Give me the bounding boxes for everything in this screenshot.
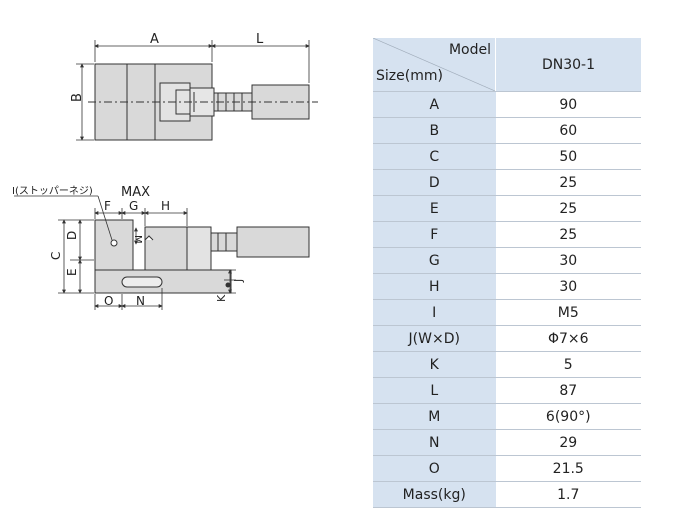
dim-label-o: O — [104, 294, 113, 308]
row-value: 50 — [495, 143, 641, 170]
front-view-base — [94, 269, 232, 294]
dim-label-h: H — [161, 199, 170, 213]
row-value: 87 — [495, 377, 641, 404]
row-value: M5 — [495, 299, 641, 326]
dim-label-f: F — [104, 199, 111, 213]
row-label: L — [373, 377, 496, 404]
dim-label-a: A — [150, 32, 159, 47]
row-label: G — [373, 247, 496, 274]
row-value: 29 — [495, 429, 641, 456]
dim-label-k: K — [215, 294, 228, 302]
row-value: 25 — [495, 169, 641, 196]
row-label: J(W×D) — [373, 325, 496, 352]
row-value: 30 — [495, 273, 641, 300]
table-row: J(W×D)Φ7×6 — [373, 325, 641, 352]
dim-label-e: E — [65, 268, 79, 276]
top-view — [76, 40, 318, 141]
front-view-handle — [236, 226, 310, 258]
row-value: 6(90°) — [495, 403, 641, 430]
row-label: F — [373, 221, 496, 248]
stopper-screw — [110, 239, 118, 247]
vise-technical-drawing: A L B — [12, 32, 318, 310]
dim-label-g: G — [129, 199, 138, 213]
row-value: 25 — [495, 195, 641, 222]
row-label: H — [373, 273, 496, 300]
max-label: MAX — [121, 185, 150, 200]
table-corner-cell: Model Size(mm) — [373, 38, 496, 92]
table-row: Mass(kg)1.7 — [373, 481, 641, 508]
row-label: M — [373, 403, 496, 430]
row-label: N — [373, 429, 496, 456]
dim-label-c: C — [49, 252, 63, 260]
front-view — [14, 195, 310, 310]
table-header-row: Model Size(mm) DN30-1 — [373, 38, 641, 92]
dim-label-b: B — [70, 93, 85, 102]
row-value: 5 — [495, 351, 641, 378]
dim-label-n: N — [136, 294, 145, 308]
row-label: C — [373, 143, 496, 170]
row-value: 90 — [495, 91, 641, 118]
header-model-label: Model — [448, 42, 491, 58]
row-value: 1.7 — [495, 481, 641, 508]
dim-label-l: L — [256, 32, 264, 47]
row-label: D — [373, 169, 496, 196]
row-label: I — [373, 299, 496, 326]
front-view-moving-jaw — [144, 226, 188, 271]
dim-label-j: J — [232, 279, 245, 283]
row-label: B — [373, 117, 496, 144]
row-value: 60 — [495, 117, 641, 144]
row-value: 30 — [495, 247, 641, 274]
row-value: 25 — [495, 221, 641, 248]
header-size-label: Size(mm) — [376, 68, 443, 84]
model-name: DN30-1 — [495, 38, 641, 92]
row-value: 21.5 — [495, 455, 641, 482]
row-label: E — [373, 195, 496, 222]
dim-label-m: M — [132, 235, 143, 244]
row-label: O — [373, 455, 496, 482]
row-label: K — [373, 351, 496, 378]
row-value: Φ7×6 — [495, 325, 641, 352]
row-label: Mass(kg) — [373, 481, 496, 508]
dim-label-d: D — [65, 231, 79, 240]
row-label: A — [373, 91, 496, 118]
stopper-screw-label: I(ストッパーネジ) — [12, 185, 93, 197]
